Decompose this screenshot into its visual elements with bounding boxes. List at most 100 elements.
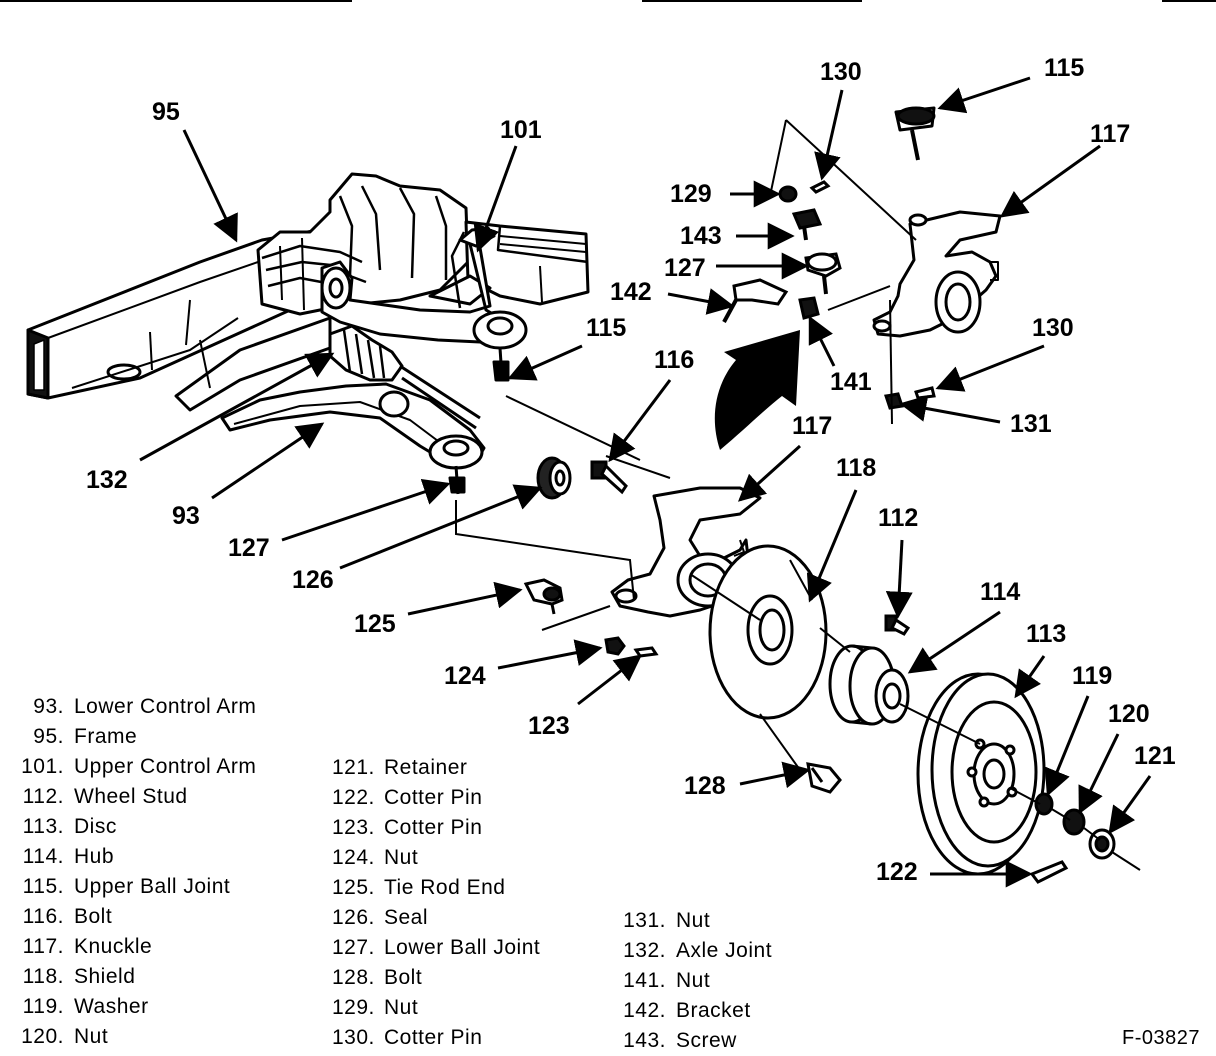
- hub-drawing: [828, 644, 910, 726]
- callout-123: 123: [528, 712, 570, 740]
- legend-item-label: Bolt: [384, 966, 423, 989]
- legend-item-label: Disc: [74, 815, 117, 838]
- legend-item-number: 101.: [21, 755, 64, 778]
- legend-item-label: Upper Control Arm: [74, 755, 257, 778]
- legend-item: 116. Bolt: [12, 902, 256, 932]
- legend-item: 132. Axle Joint: [618, 936, 772, 966]
- callout-labels: 95 101 130 115 117 129 143 127 142 115 1…: [86, 54, 1176, 886]
- wheel-stud-drawing: [884, 614, 911, 636]
- callout-101: 101: [500, 116, 542, 144]
- direction-arrow-icon: [714, 330, 800, 450]
- legend-item-label: Lower Ball Joint: [384, 936, 541, 959]
- legend-item-label: Frame: [74, 725, 138, 748]
- callout-127-low: 127: [228, 534, 270, 562]
- legend-item-number: 125.: [332, 876, 375, 899]
- callout-117-mid: 117: [792, 412, 832, 440]
- cotter-pin-122-drawing: [1029, 860, 1069, 884]
- legend-item: 143. Screw: [618, 1026, 772, 1056]
- legend-item-number: 131.: [623, 909, 666, 932]
- legend-item-number: 124.: [332, 846, 375, 869]
- callout-127-top: 127: [664, 254, 706, 282]
- legend-item-number: 126.: [332, 906, 375, 929]
- legend-item-number: 93.: [33, 695, 64, 718]
- legend-item-number: 117.: [22, 935, 64, 958]
- legend-item-label: Bolt: [74, 905, 113, 928]
- legend-item-label: Bracket: [676, 999, 751, 1022]
- top-rule-left: [0, 0, 352, 2]
- legend-item-number: 115.: [22, 875, 64, 898]
- legend-item-number: 129.: [332, 996, 375, 1019]
- spring-tower-drawing: [256, 172, 590, 316]
- legend-item: 130.Cotter Pin: [332, 1023, 540, 1053]
- callout-93: 93: [172, 502, 200, 530]
- callout-120: 120: [1108, 700, 1150, 728]
- legend-item-number: 116.: [22, 905, 64, 928]
- callout-130-top: 130: [820, 58, 862, 86]
- legend-item-number: 113.: [22, 815, 64, 838]
- legend-item-number: 118.: [22, 965, 64, 988]
- callout-119: 119: [1072, 662, 1112, 690]
- small-parts-upper-drawing: [722, 180, 936, 410]
- legend-item-number: 141.: [623, 969, 666, 992]
- legend-item: 125. Tie Rod End: [332, 873, 540, 903]
- top-rule-middle: [642, 0, 862, 2]
- legend-item-label: Nut: [676, 909, 711, 932]
- callout-126: 126: [292, 566, 334, 594]
- callout-112: 112: [878, 504, 918, 532]
- legend-item-label: Wheel Stud: [74, 785, 188, 808]
- callout-130-right: 130: [1032, 314, 1074, 342]
- legend-item: 129.Nut: [332, 993, 540, 1023]
- legend-item: 112. Wheel Stud: [12, 782, 256, 812]
- callout-141: 141: [830, 368, 872, 396]
- legend-item: 121.Retainer: [332, 753, 540, 783]
- legend-item: 131. Nut: [618, 906, 772, 936]
- legend-item: 113. Disc: [12, 812, 256, 842]
- legend-item-label: Hub: [74, 845, 115, 868]
- legend-item-label: Tie Rod End: [384, 876, 506, 899]
- legend-item-number: 130.: [332, 1026, 375, 1049]
- legend-item-number: 95.: [33, 725, 64, 748]
- shield-drawing: [708, 544, 828, 720]
- seal-drawing: [536, 456, 572, 500]
- legend-item-label: Screw: [676, 1029, 737, 1052]
- legend-item-number: 121.: [332, 756, 375, 779]
- bolt-128-drawing: [806, 762, 842, 794]
- legend-item-label: Cotter Pin: [384, 816, 483, 839]
- lower-control-arm-drawing: [220, 324, 486, 495]
- legend-item-label: Washer: [74, 995, 149, 1018]
- legend-item-label: Upper Ball Joint: [74, 875, 231, 898]
- figure-code: F-03827: [1122, 1027, 1200, 1049]
- frame-drawing: [26, 226, 332, 412]
- nut-124-drawing: [604, 636, 659, 658]
- disc-drawing: [916, 672, 1046, 876]
- callout-arrows: [139, 76, 1152, 888]
- legend-item: 126.Seal: [332, 903, 540, 933]
- legend-item: 141. Nut: [618, 966, 772, 996]
- legend-item-number: 132.: [623, 939, 666, 962]
- callout-114: 114: [980, 578, 1020, 606]
- legend-item-number: 123.: [332, 816, 375, 839]
- bolt-116-drawing: [590, 460, 628, 495]
- legend-item-number: 114.: [22, 845, 64, 868]
- legend-item: 118.Shield: [12, 962, 256, 992]
- legend-item-label: Nut: [676, 969, 711, 992]
- legend-item: 101. Upper Control Arm: [12, 752, 256, 782]
- callout-118: 118: [836, 454, 876, 482]
- callout-121: 121: [1134, 742, 1176, 770]
- callout-142: 142: [610, 278, 652, 306]
- legend-item-label: Nut: [74, 1025, 109, 1048]
- callout-132: 132: [86, 466, 128, 494]
- callout-122: 122: [876, 858, 918, 886]
- legend-item: 124.Nut: [332, 843, 540, 873]
- legend-item-number: 143.: [623, 1029, 666, 1052]
- legend-item-number: 142.: [623, 999, 666, 1022]
- legend-item-number: 119.: [22, 995, 64, 1018]
- legend-item: 119. Washer: [12, 992, 256, 1022]
- legend-column-3: 131. Nut 132. Axle Joint 141. Nut 142. Bracket 1…: [618, 906, 772, 1056]
- legend-item-label: Knuckle: [74, 935, 153, 958]
- legend-item-label: Axle Joint: [676, 939, 773, 962]
- legend-item-number: 128.: [332, 966, 375, 989]
- legend-item-number: 112.: [22, 785, 64, 808]
